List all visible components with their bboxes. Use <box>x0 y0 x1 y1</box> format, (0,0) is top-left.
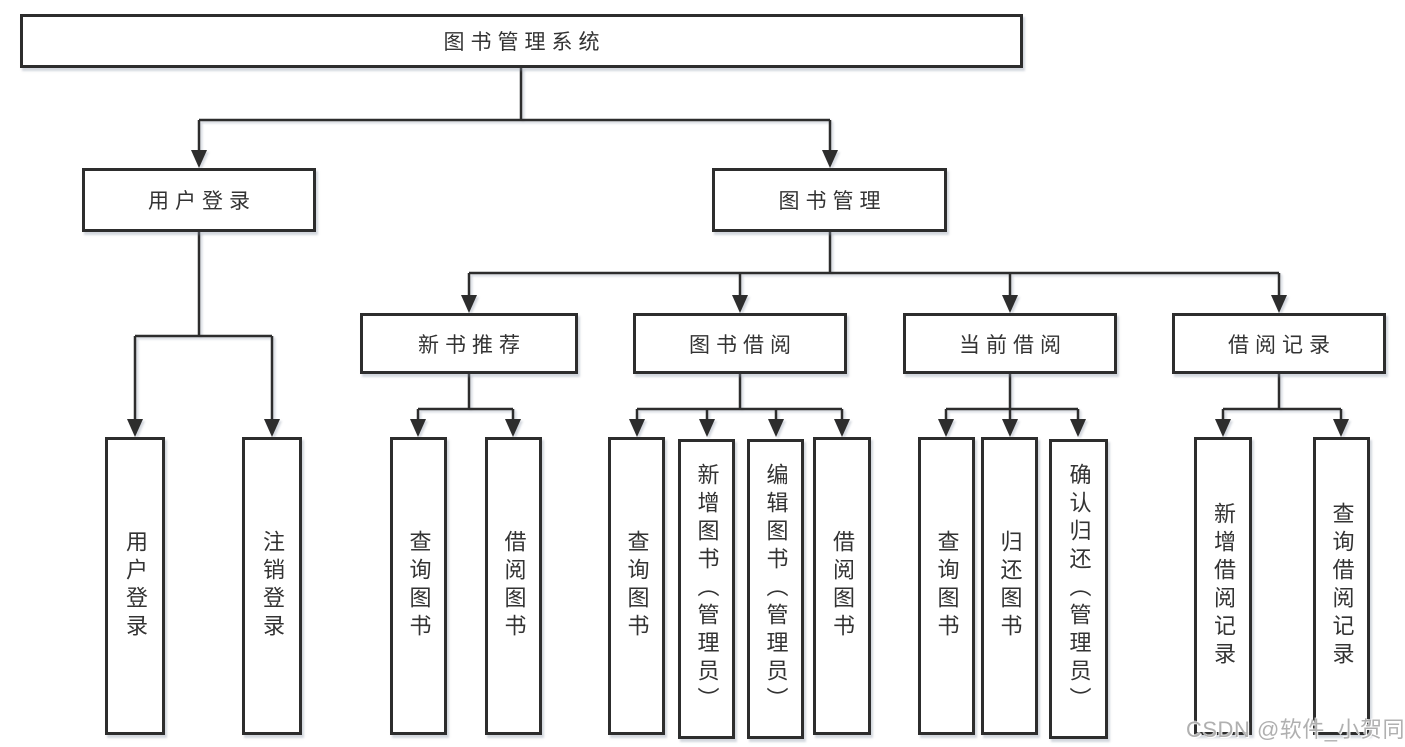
leaf-user-login: 用户登录 <box>105 437 165 735</box>
leaf-cb-return-book: 归还图书 <box>981 437 1038 735</box>
leaf-bb-edit-book: 编辑图书（管理员） <box>747 439 804 739</box>
watermark: CSDN @软件_小贺同学 <box>1186 717 1405 742</box>
leaf-logout: 注销登录 <box>242 437 302 735</box>
node-root: 图书管理系统 <box>20 14 1023 68</box>
arrowhead <box>834 419 850 437</box>
node-label: 借阅图书 <box>830 530 855 642</box>
node-label: 借阅记录 <box>1228 333 1336 357</box>
node-label: 借阅图书 <box>501 530 527 642</box>
connector-current-borrow-to-leaves <box>944 374 1080 421</box>
connector-book-borrow-to-leaves <box>635 374 844 421</box>
arrowhead <box>1002 295 1018 313</box>
node-label: 查询图书 <box>934 530 960 642</box>
node-label: 新增借阅记录 <box>1211 502 1236 670</box>
arrowhead <box>822 150 838 168</box>
arrowhead <box>1215 419 1231 437</box>
node-label: 编辑图书（管理员） <box>763 463 789 715</box>
arrowhead <box>505 419 521 437</box>
arrowhead <box>461 295 477 313</box>
node-borrow-record: 借阅记录 <box>1172 313 1386 374</box>
arrowhead <box>191 150 207 168</box>
node-label: 当前借阅 <box>959 333 1067 357</box>
leaf-cb-query-book: 查询图书 <box>918 437 975 735</box>
node-label: 注销登录 <box>260 530 285 642</box>
node-label: 归还图书 <box>997 530 1023 642</box>
node-label: 新书推荐 <box>418 333 526 357</box>
arrowhead <box>1333 419 1349 437</box>
arrowhead <box>264 419 280 437</box>
arrowhead <box>1002 419 1018 437</box>
node-label: 查询图书 <box>406 530 432 642</box>
arrowheads <box>127 150 1349 437</box>
node-label: 查询图书 <box>624 530 650 642</box>
leaf-br-add-record: 新增借阅记录 <box>1194 437 1252 735</box>
connector-user-login-to-leaves <box>133 232 274 421</box>
node-label: 用户登录 <box>148 190 256 213</box>
connector-root-to-level2 <box>197 68 832 152</box>
node-label: 图书管理 <box>778 190 887 213</box>
connector-new-book-rec-to-leaves <box>416 374 515 421</box>
node-book-borrow: 图书借阅 <box>633 313 847 374</box>
leaf-rec-borrow-book: 借阅图书 <box>485 437 542 735</box>
leaf-rec-query-book: 查询图书 <box>390 437 447 735</box>
arrowhead <box>410 419 426 437</box>
leaf-bb-query-book: 查询图书 <box>608 437 665 735</box>
leaf-cb-confirm-return: 确认归还（管理员） <box>1049 439 1108 739</box>
leaf-bb-add-book: 新增图书（管理员） <box>678 439 735 739</box>
node-label: 查询借阅记录 <box>1329 502 1355 670</box>
connector-borrow-record-to-leaves <box>1221 374 1343 421</box>
node-label: 新增图书（管理员） <box>694 463 720 715</box>
node-new-book-rec: 新书推荐 <box>360 313 578 374</box>
arrowhead <box>629 419 645 437</box>
leaf-bb-borrow-book: 借阅图书 <box>813 437 871 735</box>
arrowhead <box>1070 419 1086 437</box>
node-current-borrow: 当前借阅 <box>903 313 1117 374</box>
node-book-mgmt-group: 图书管理 <box>712 168 947 232</box>
arrowhead <box>1271 295 1287 313</box>
node-label: 确认归还（管理员） <box>1066 463 1092 715</box>
arrowhead <box>768 419 784 437</box>
connector-book-mgmt-to-level3 <box>467 232 1281 297</box>
node-label: 图书管理系统 <box>443 31 606 54</box>
leaf-br-query-record: 查询借阅记录 <box>1313 437 1370 735</box>
arrowhead <box>732 295 748 313</box>
node-label: 图书借阅 <box>689 333 797 357</box>
arrowhead <box>699 419 715 437</box>
node-label: 用户登录 <box>123 530 148 642</box>
node-user-login-group: 用户登录 <box>82 168 316 232</box>
arrowhead <box>938 419 954 437</box>
arrowhead <box>127 419 143 437</box>
